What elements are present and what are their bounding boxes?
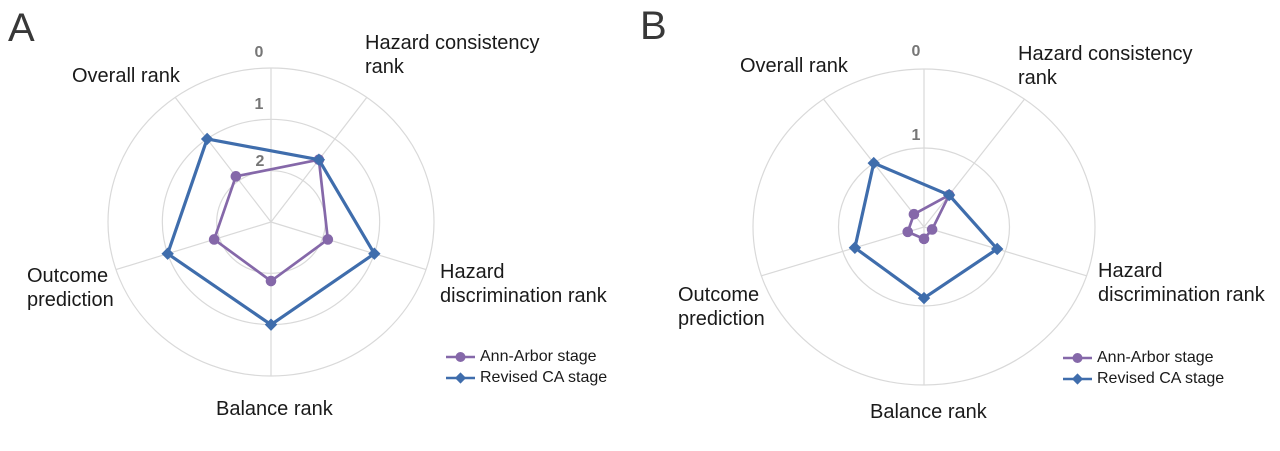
legend-label-ann-arbor-a: Ann-Arbor stage [480, 347, 597, 365]
tick-label-1-a: 1 [254, 96, 264, 113]
legend-b: Ann-Arbor stage Revised CA stage [1062, 347, 1224, 389]
legend-marker-circle-icon [446, 351, 475, 362]
legend-marker-diamond-icon [1063, 372, 1092, 385]
panel-a-letter: A [8, 6, 35, 50]
tick-label-0-a: 0 [254, 44, 264, 61]
legend-a: Ann-Arbor stage Revised CA stage [445, 346, 607, 388]
axis-label-balance-rank-a: Balance rank [216, 398, 333, 420]
legend-item-ann-arbor-a: Ann-Arbor stage [445, 346, 607, 367]
axis-label-hazard-consistency-b: Hazard consistency rank [1018, 43, 1193, 89]
legend-marker-circle-icon [1063, 352, 1092, 363]
axis-label-hazard-discrimination-a: Hazard discrimination rank [440, 261, 607, 307]
legend-item-revised-ca-b: Revised CA stage [1062, 368, 1224, 389]
axis-label-overall-rank-a: Overall rank [72, 65, 180, 87]
axis-label-outcome-prediction-b: Outcome prediction [678, 284, 765, 330]
tick-label-0-b: 0 [911, 43, 921, 60]
tick-label-2-a: 2 [255, 153, 265, 170]
legend-item-revised-ca-a: Revised CA stage [445, 367, 607, 388]
legend-item-ann-arbor-b: Ann-Arbor stage [1062, 347, 1224, 368]
legend-label-revised-ca-b: Revised CA stage [1097, 369, 1225, 387]
axis-label-balance-rank-b: Balance rank [870, 401, 987, 423]
legend-label-revised-ca-a: Revised CA stage [480, 368, 608, 386]
axis-label-hazard-consistency-a: Hazard consistency rank [365, 32, 540, 78]
legend-marker-diamond-icon [446, 371, 475, 384]
axis-label-hazard-discrimination-b: Hazard discrimination rank [1098, 260, 1265, 306]
axis-label-overall-rank-b: Overall rank [740, 55, 848, 77]
panel-b-letter: B [640, 4, 667, 48]
axis-label-outcome-prediction-a: Outcome prediction [27, 265, 114, 311]
legend-label-ann-arbor-b: Ann-Arbor stage [1097, 348, 1214, 366]
tick-label-1-b: 1 [911, 127, 921, 144]
